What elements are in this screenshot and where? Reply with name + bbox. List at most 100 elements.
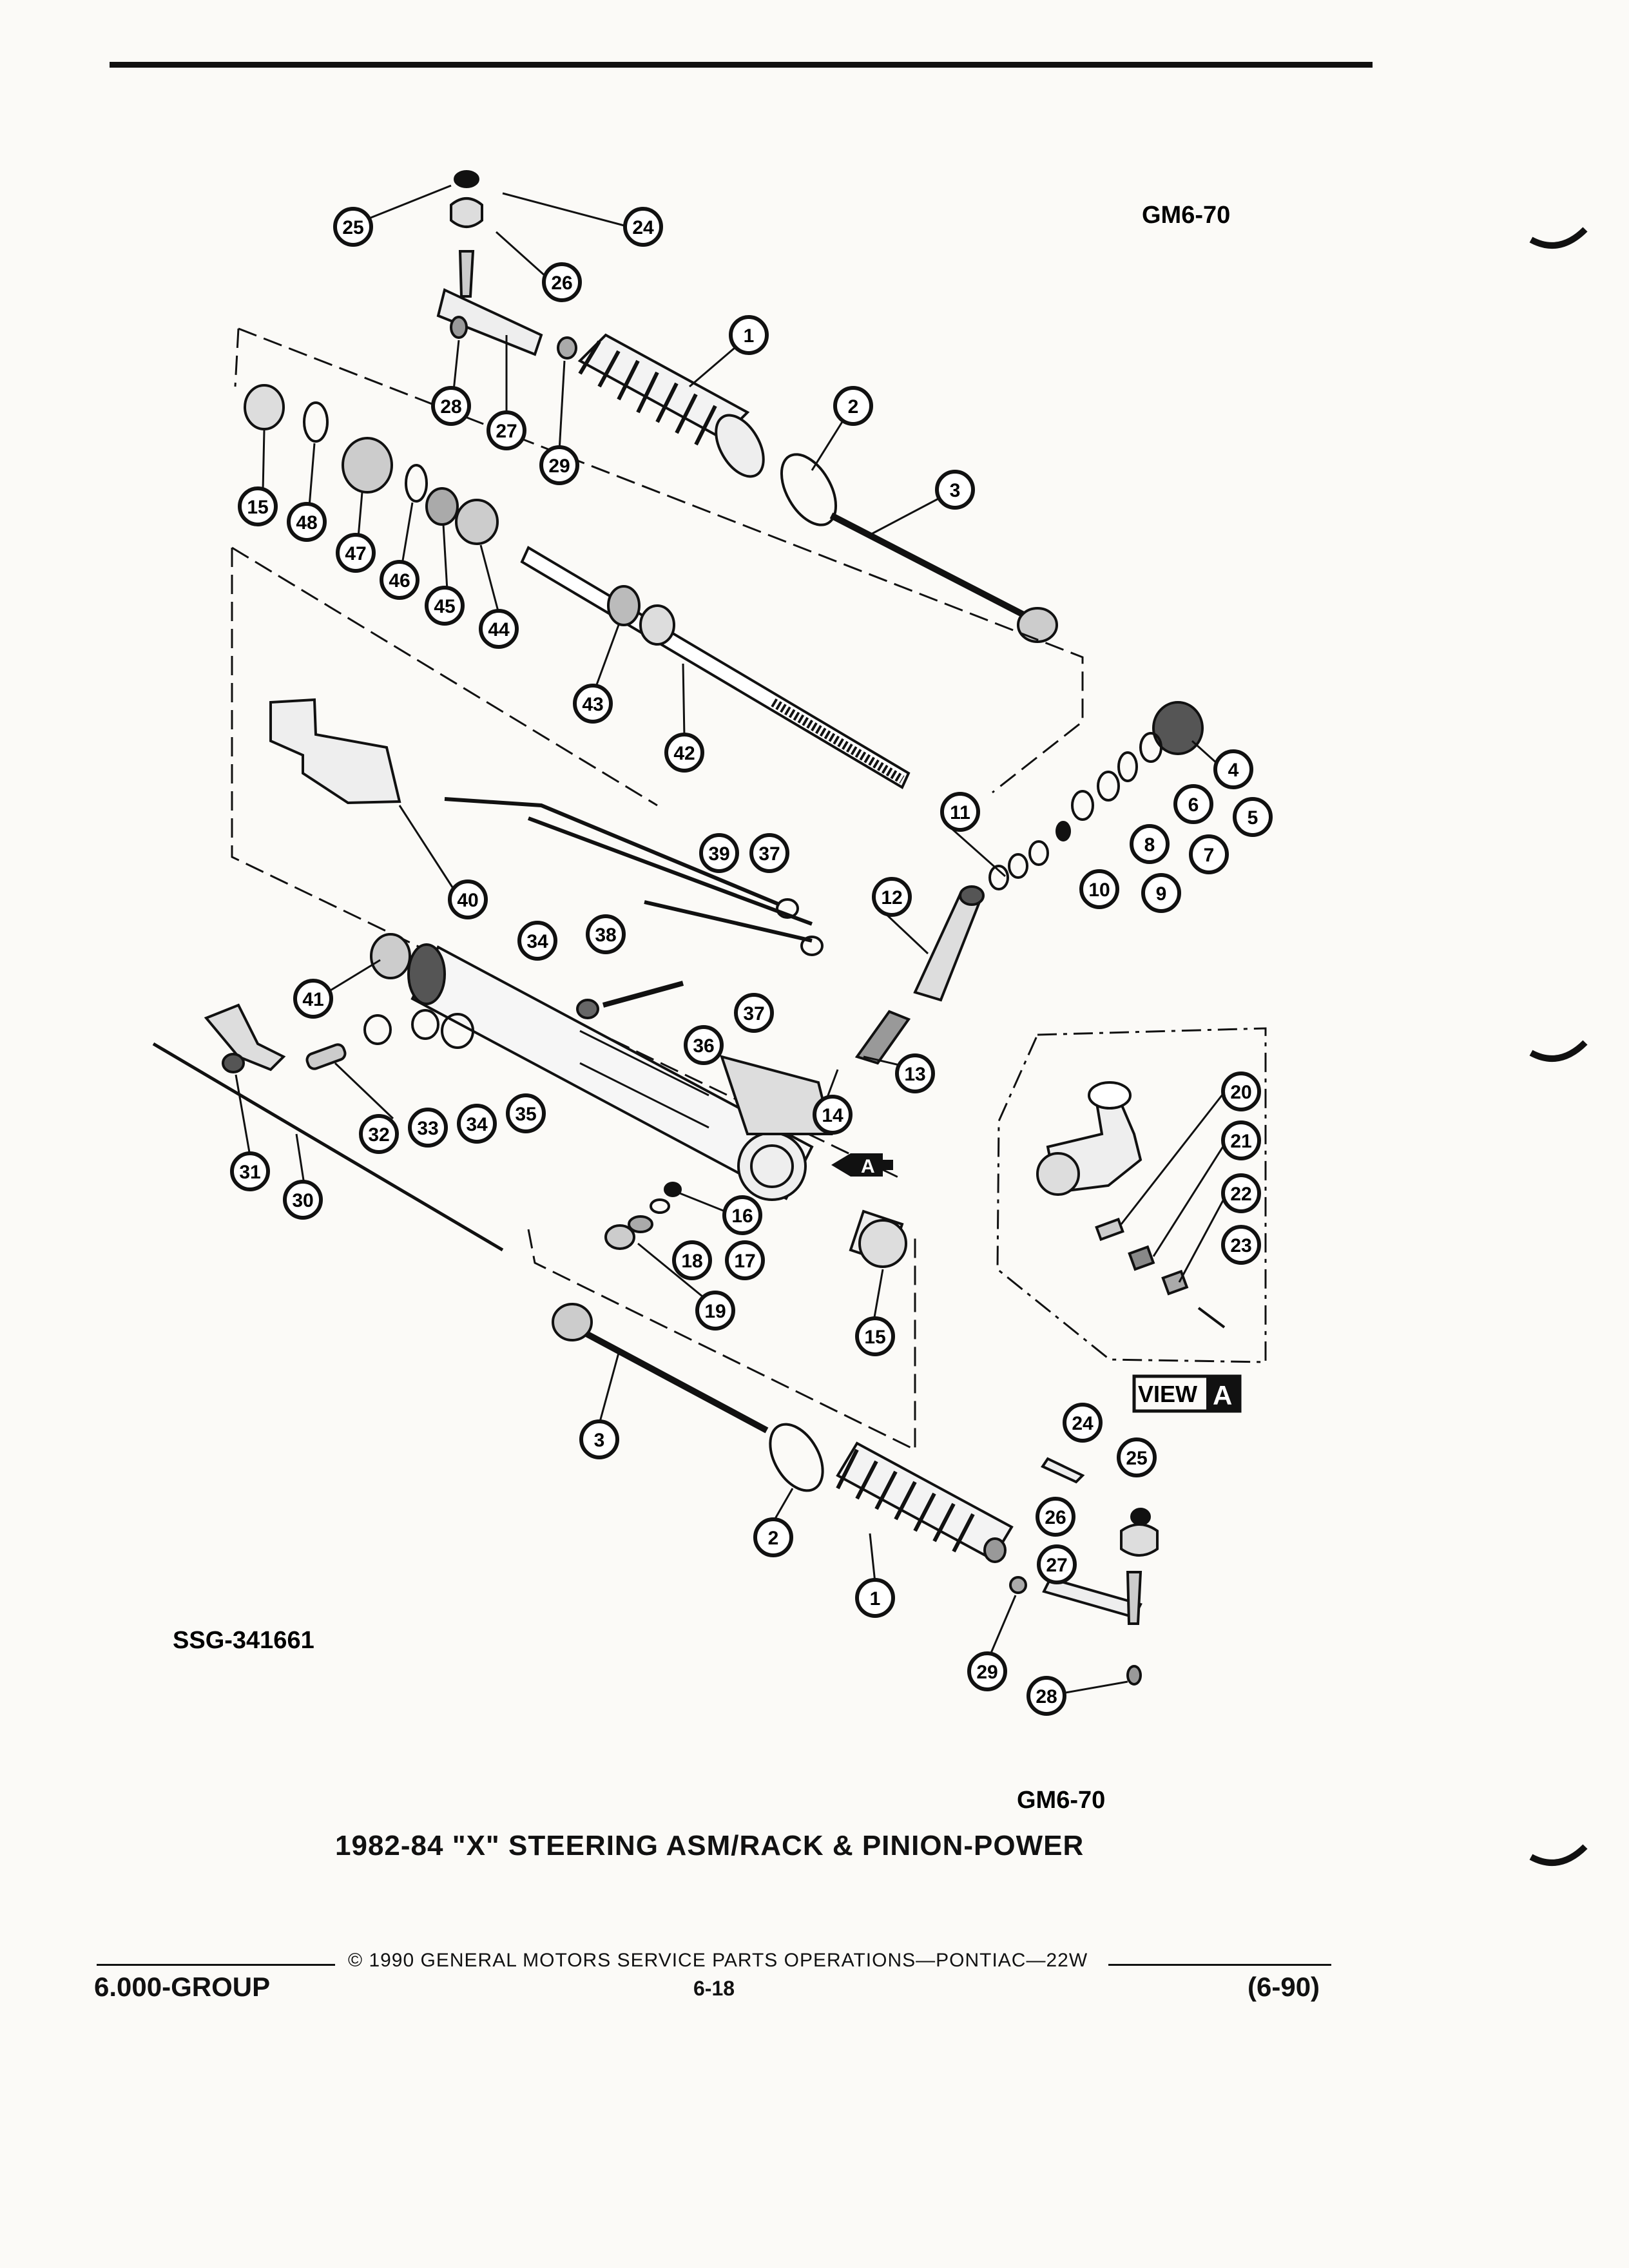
- callout-1: 1: [855, 1578, 895, 1618]
- callout-circle: [940, 792, 980, 832]
- page-title: 1982-84 "X" STEERING ASM/RACK & PINION-P…: [335, 1830, 1084, 1861]
- callout-number: 39: [708, 843, 729, 865]
- callout-24: 24: [1063, 1403, 1103, 1443]
- callout-circle: [479, 609, 519, 649]
- callout-number: 4: [1228, 760, 1239, 781]
- callout-circle: [431, 386, 471, 426]
- callout-number: 23: [1230, 1235, 1251, 1256]
- footer-group: 6.000-GROUP: [94, 1972, 271, 2002]
- callout-number: 24: [1072, 1413, 1094, 1434]
- callout-circle: [722, 1195, 762, 1235]
- callout-number: 15: [247, 497, 268, 518]
- callout-circle: [293, 979, 333, 1019]
- callout-31: 31: [230, 1151, 270, 1191]
- tie-bar-30: [152, 1042, 504, 1252]
- heat-shield: [269, 698, 401, 805]
- callout-number: 28: [1036, 1686, 1057, 1707]
- callout-circle: [725, 1240, 765, 1280]
- callout-circle: [872, 877, 912, 917]
- callout-5: 5: [1233, 797, 1273, 837]
- callout-circle: [1130, 824, 1170, 864]
- callout-14: 14: [813, 1095, 853, 1135]
- callout-39: 39: [699, 833, 739, 873]
- callout-number: 28: [440, 396, 461, 418]
- footer-copyright: © 1990 GENERAL MOTORS SERVICE PARTS OPER…: [348, 1950, 1088, 1971]
- callout-number: 8: [1144, 834, 1155, 856]
- callout-number: 46: [389, 570, 410, 591]
- callout-circle: [238, 486, 278, 526]
- callout-circle: [359, 1114, 399, 1154]
- lower-tie-rod-end: [1009, 1457, 1159, 1686]
- callout-circle: [1063, 1403, 1103, 1443]
- callout-circle: [457, 1104, 497, 1144]
- callout-number: 42: [673, 743, 695, 764]
- callout-circle: [623, 207, 663, 247]
- callout-21: 21: [1221, 1120, 1261, 1160]
- callout-number: 22: [1230, 1184, 1251, 1205]
- callout-37: 37: [749, 833, 789, 873]
- callout-29: 29: [967, 1651, 1007, 1691]
- callout-number: 1: [870, 1588, 881, 1610]
- rack-housing: [370, 933, 833, 1201]
- callout-circle: [1037, 1544, 1077, 1584]
- callout-number: 3: [950, 480, 961, 501]
- callout-circle: [695, 1291, 735, 1331]
- callout-29: 29: [539, 445, 579, 485]
- callout-16: 16: [722, 1195, 762, 1235]
- rack: [520, 546, 911, 789]
- callout-circle: [539, 445, 579, 485]
- callout-circle: [287, 502, 327, 542]
- footer-revision: (6-90): [1248, 1972, 1320, 2002]
- callout-circle: [895, 1053, 935, 1093]
- callout-circle: [506, 1093, 546, 1133]
- callout-28: 28: [1027, 1676, 1066, 1716]
- callout-41: 41: [293, 979, 333, 1019]
- callout-32: 32: [359, 1114, 399, 1154]
- callout-number: 26: [1045, 1507, 1066, 1528]
- callout-circle: [573, 684, 613, 724]
- callout-number: 26: [551, 273, 572, 294]
- callout-number: 20: [1230, 1082, 1251, 1103]
- callout-circle: [684, 1025, 724, 1065]
- callout-number: 2: [848, 396, 859, 418]
- callout-number: 9: [1156, 883, 1167, 905]
- callout-circle: [813, 1095, 853, 1135]
- callout-47: 47: [336, 533, 376, 573]
- callout-24: 24: [623, 207, 663, 247]
- callout-circle: [1141, 873, 1181, 913]
- callout-6: 6: [1173, 784, 1213, 824]
- callout-15: 15: [855, 1316, 895, 1356]
- callout-circle: [1221, 1173, 1261, 1213]
- callout-circle: [699, 833, 739, 873]
- callout-8: 8: [1130, 824, 1170, 864]
- grommets: [305, 1009, 474, 1070]
- callout-number: 34: [466, 1114, 488, 1135]
- callout-23: 23: [1221, 1225, 1261, 1265]
- callout-27: 27: [1037, 1544, 1077, 1584]
- callout-circle: [448, 879, 488, 919]
- callout-circle: [380, 560, 419, 600]
- callout-22: 22: [1221, 1173, 1261, 1213]
- callout-circle: [1233, 797, 1273, 837]
- callout-3: 3: [935, 470, 975, 510]
- callout-46: 46: [380, 560, 419, 600]
- lower-dash-envelope: [527, 1229, 916, 1452]
- callout-48: 48: [287, 502, 327, 542]
- callout-28: 28: [431, 386, 471, 426]
- callout-11: 11: [940, 792, 980, 832]
- callout-17: 17: [725, 1240, 765, 1280]
- callout-circle: [579, 1419, 619, 1459]
- callout-number: 45: [434, 596, 455, 617]
- callout-number: 3: [594, 1430, 605, 1451]
- callout-number: 41: [302, 989, 323, 1010]
- callout-12: 12: [872, 877, 912, 917]
- callout-circle: [749, 833, 789, 873]
- callout-15: 15: [238, 486, 278, 526]
- footer-page-number: 6-18: [693, 1977, 735, 2000]
- callout-number: 15: [864, 1327, 885, 1348]
- upper-inner-tie-rod: [829, 512, 1058, 643]
- callout-circle: [586, 914, 626, 954]
- callout-number: 47: [345, 543, 366, 564]
